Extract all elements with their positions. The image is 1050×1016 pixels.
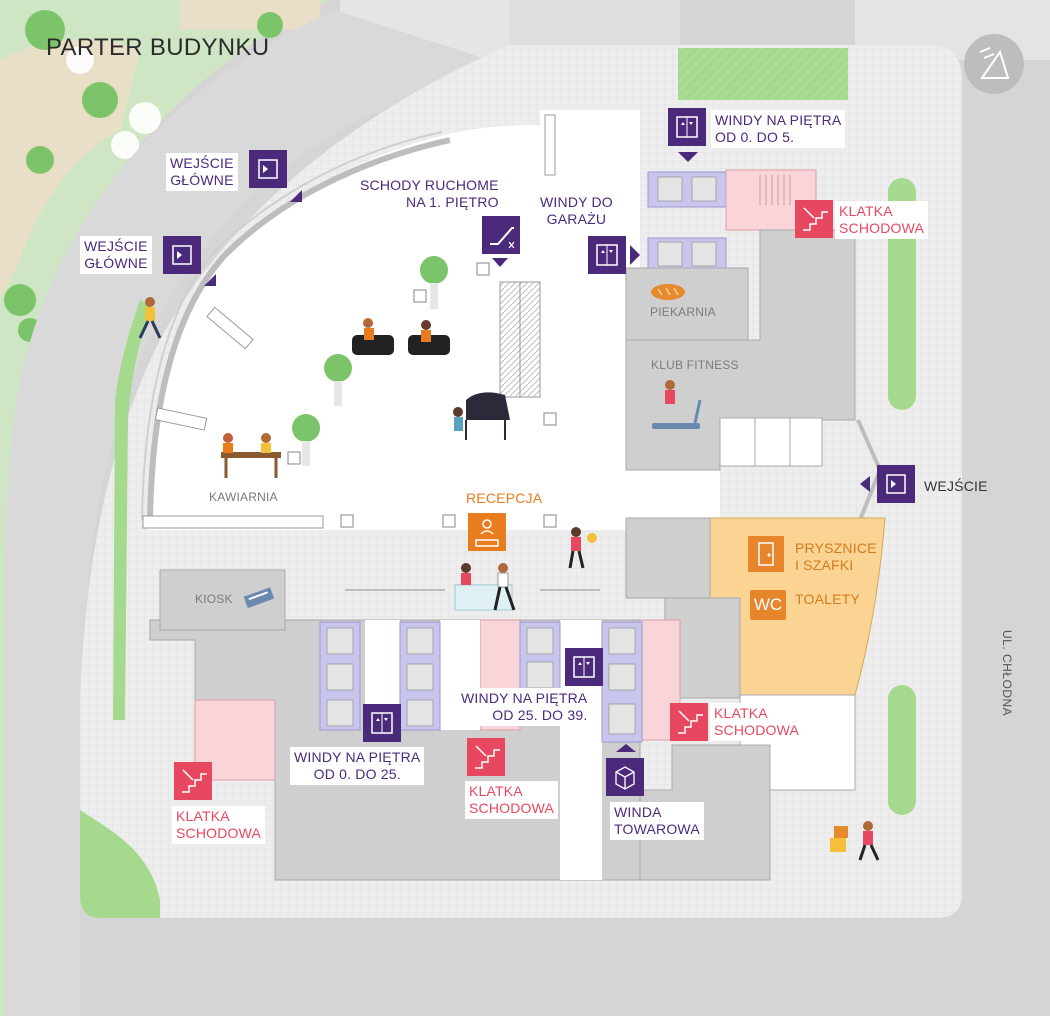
label-line: OD 25. DO 39. (492, 707, 588, 723)
label-main-entrance-2: WEJŚCIE GŁÓWNE (80, 236, 152, 274)
compass-icon[interactable] (964, 34, 1024, 94)
elevator-icon[interactable] (363, 704, 401, 742)
lounge-seating (352, 318, 450, 355)
label-line: SCHODOWA (839, 220, 925, 236)
label-garage-elevators: WINDY DO GARAŻU (536, 192, 617, 230)
label-line: SCHODY RUCHOME (360, 177, 499, 193)
label-main-entrance-1: WEJŚCIE GŁÓWNE (166, 153, 238, 191)
freight-elevator-icon[interactable] (606, 744, 644, 796)
label-line: TOWAROWA (614, 821, 700, 837)
elevator-icon[interactable] (668, 108, 706, 162)
stairs-icon[interactable] (174, 762, 212, 800)
treadmill (652, 380, 702, 429)
wc-badge[interactable]: WC (750, 590, 786, 620)
label-line: WINDY DO (540, 194, 613, 210)
label-line: KLATKA (176, 808, 230, 824)
label-line: GŁÓWNE (170, 172, 234, 188)
label-line: WINDY NA PIĘTRA (715, 112, 842, 128)
label-line: SCHODOWA (176, 825, 262, 841)
lobby-trees (292, 256, 448, 466)
label-fitness-club: KLUB FITNESS (651, 358, 739, 372)
label-line: SCHODOWA (714, 722, 800, 738)
map-title: PARTER BUDYNKU (46, 34, 270, 61)
kiosk-newspaper (243, 587, 275, 609)
label-stairs-east: KLATKA SCHODOWA (710, 703, 804, 741)
label-line: I SZAFKI (795, 557, 854, 573)
label-freight-elevator: WINDA TOWAROWA (610, 802, 704, 840)
receptionist (461, 563, 516, 611)
label-line: WINDY NA PIĘTRA (461, 690, 588, 706)
cafe-table (221, 433, 281, 478)
person-with-flowers (568, 527, 597, 569)
label-line: KLATKA (469, 783, 523, 799)
label-kiosk: KIOSK (195, 592, 233, 606)
label-line: GARAŻU (546, 211, 607, 227)
label-line: WINDY NA PIĘTRA (294, 749, 421, 765)
stairs-icon[interactable] (670, 703, 708, 741)
courier-person (830, 821, 880, 861)
label-line: WEJŚCIE (84, 238, 148, 254)
piano (453, 392, 510, 440)
label-line: WINDA (614, 804, 662, 820)
walking-person (138, 297, 162, 339)
label-line: SCHODOWA (469, 800, 555, 816)
entrance-icon[interactable] (163, 236, 216, 286)
label-cafe: KAWIARNIA (209, 490, 278, 504)
street-label: UL. CHŁODNA (1000, 630, 1030, 720)
door-icon[interactable] (748, 536, 784, 572)
reception-icon[interactable] (468, 513, 506, 551)
label-line: GŁÓWNE (84, 255, 148, 271)
elevator-icon[interactable] (588, 236, 640, 274)
label-stairs-ne: KLATKA SCHODOWA (835, 201, 929, 239)
label-elevators-0-5: WINDY NA PIĘTRA OD 0. DO 5. (711, 110, 846, 148)
label-reception: RECEPCJA (466, 490, 543, 506)
label-elevators-0-25: WINDY NA PIĘTRA OD 0. DO 25. (290, 747, 425, 785)
label-stairs-mid: KLATKA SCHODOWA (465, 781, 559, 819)
label-line: KLATKA (714, 705, 768, 721)
escalator-icon[interactable] (482, 216, 520, 267)
street-name: UL. CHŁODNA (1000, 630, 1014, 717)
label-toilets: TOALETY (795, 591, 860, 607)
label-line: KLATKA (839, 203, 893, 219)
label-line: NA 1. PIĘTRO (406, 194, 499, 210)
label-line: OD 0. DO 5. (715, 129, 795, 145)
label-line: PRYSZNICE (795, 540, 877, 556)
label-elevators-25-39: WINDY NA PIĘTRA OD 25. DO 39. (457, 688, 592, 726)
label-bakery: PIEKARNIA (650, 305, 716, 319)
label-stairs-sw: KLATKA SCHODOWA (172, 806, 266, 844)
label-line: WEJŚCIE (170, 155, 234, 171)
entrance-icon[interactable] (860, 465, 915, 503)
stairs-icon[interactable] (795, 200, 833, 238)
entrance-icon[interactable] (249, 150, 302, 202)
label-line: OD 0. DO 25. (313, 766, 401, 782)
label-escalators: SCHODY RUCHOME NA 1. PIĘTRO (356, 175, 503, 213)
stairs-icon[interactable] (467, 738, 505, 776)
label-showers: PRYSZNICE I SZAFKI (795, 540, 877, 574)
elevator-icon[interactable] (565, 648, 603, 686)
label-east-entrance: WEJŚCIE (924, 478, 988, 494)
